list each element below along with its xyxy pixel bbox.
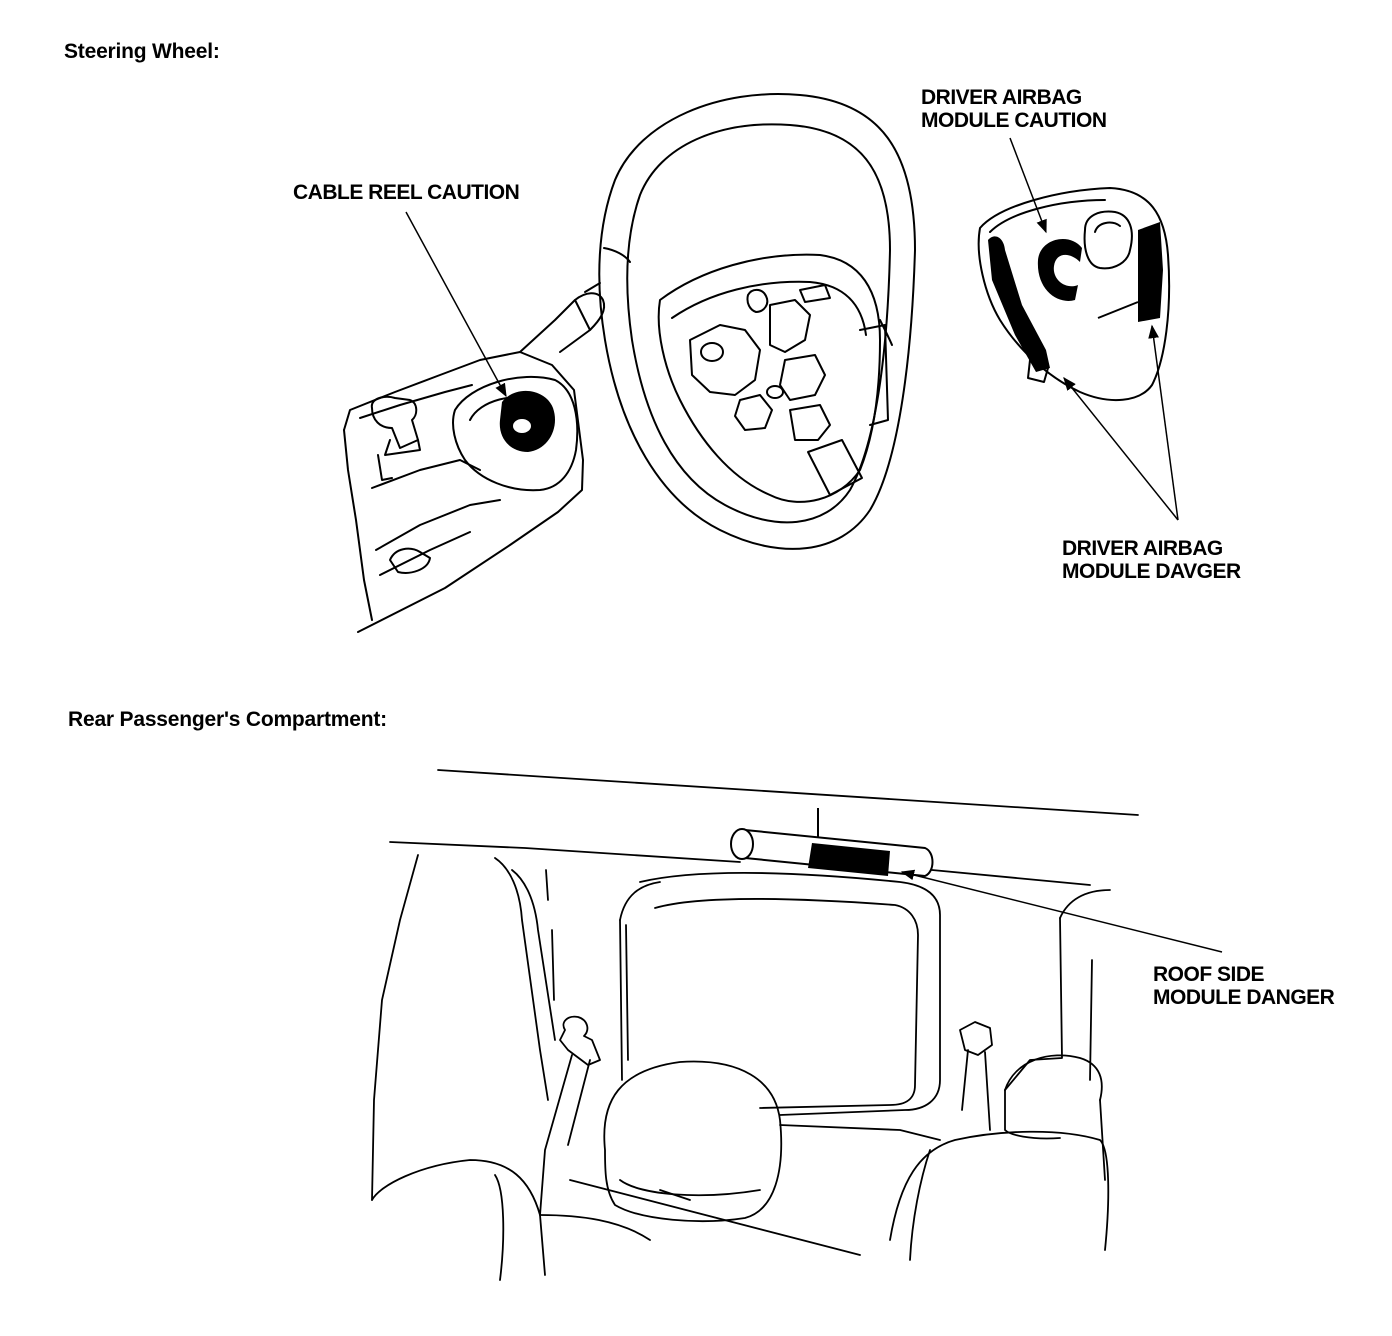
- cable-reel-caution-leader: [406, 212, 506, 398]
- driver-airbag-danger-line2: MODULE DAVGER: [1062, 560, 1241, 583]
- driver-airbag-module-illustration: [979, 188, 1169, 400]
- roof-side-module: [731, 808, 933, 876]
- rear-compartment-heading: Rear Passenger's Compartment:: [68, 708, 387, 731]
- airbag-danger-label-right: [1138, 222, 1163, 322]
- airbag-danger-leader-left: [1063, 376, 1178, 520]
- driver-airbag-danger-label: DRIVER AIRBAG MODULE DAVGER: [1062, 537, 1241, 583]
- cable-reel-caution-label: CABLE REEL CAUTION: [293, 181, 520, 204]
- steering-column-illustration: [344, 283, 604, 632]
- driver-airbag-caution-label: DRIVER AIRBAG MODULE CAUTION: [921, 86, 1107, 132]
- airbag-module-slot: [1098, 302, 1138, 318]
- driver-airbag-caution-line1: DRIVER AIRBAG: [921, 86, 1082, 109]
- cable-reel-caution-line1: CABLE REEL CAUTION: [293, 181, 520, 204]
- roof-side-danger-line1: ROOF SIDE: [1153, 963, 1265, 986]
- airbag-danger-leader-right: [1148, 324, 1178, 520]
- cable-reel-center: [512, 418, 532, 434]
- roof-side-danger-label: ROOF SIDE MODULE DANGER: [1153, 963, 1335, 1009]
- airbag-caution-leader: [1010, 138, 1046, 234]
- roof-side-danger-label-mark: [808, 843, 890, 876]
- driver-airbag-caution-line2: MODULE CAUTION: [921, 109, 1107, 132]
- airbag-caution-label-mark: [1037, 238, 1082, 301]
- airbag-danger-label-left: [988, 236, 1050, 372]
- roof-side-danger-leader: [900, 869, 1222, 952]
- rear-compartment-illustration: [372, 770, 1138, 1280]
- driver-airbag-danger-line1: DRIVER AIRBAG: [1062, 537, 1223, 560]
- roof-side-danger-line2: MODULE DANGER: [1153, 986, 1335, 1009]
- steering-wheel-heading: Steering Wheel:: [64, 40, 220, 63]
- steering-wheel-illustration: [599, 94, 915, 549]
